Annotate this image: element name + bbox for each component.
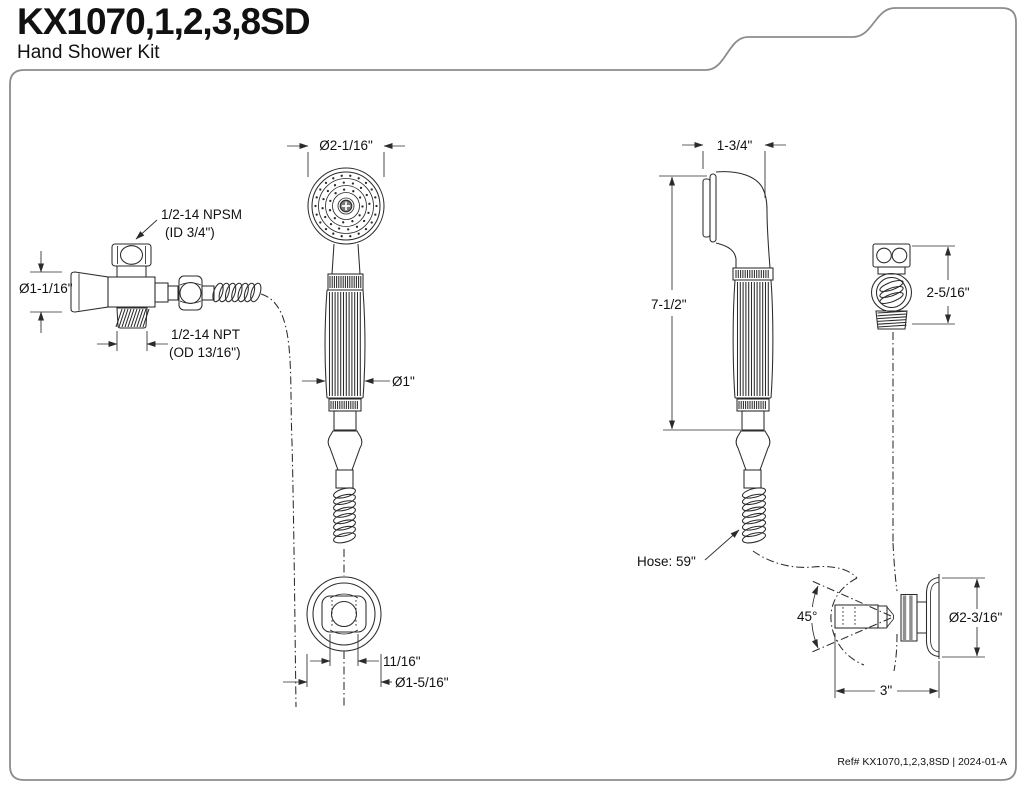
- dim-overall-height-label: 7-1/2": [651, 297, 687, 312]
- dim-head-depth-label: 1-3/4": [717, 138, 753, 153]
- side-knurl-bottom: [738, 401, 766, 409]
- hook-hose-coil: [879, 279, 904, 305]
- dim-hook-height-label: 2-5/16": [926, 285, 969, 300]
- hose-ghost-arc: [830, 577, 865, 666]
- front-handle-ribs: [328, 292, 361, 396]
- valve-thread-hatch: [115, 308, 150, 328]
- side-hose-centerline: [752, 550, 858, 579]
- wall-supply-elbow-drawing: 45° Ø2-3/16" 3": [794, 574, 1002, 698]
- sheet-border: [9, 7, 1017, 781]
- dim-handle-dia-label: Ø1": [392, 374, 415, 389]
- side-hose-coil: [741, 487, 767, 544]
- wall-hook-side-view: 2-5/16": [870, 243, 970, 672]
- wall-bracket-front-view: 11/16" Ø1-5/16": [283, 576, 449, 690]
- valve-hose-centerline: [260, 293, 297, 708]
- side-knurl-top: [735, 270, 769, 278]
- dim-flange-dia-label: Ø2-3/16": [949, 610, 1003, 625]
- dim-valve-handle-dia-label: Ø1-1/16": [19, 281, 73, 296]
- page-subtitle: Hand Shower Kit: [17, 42, 160, 63]
- footer-reference: Ref# KX1070,1,2,3,8SD | 2024-01-A: [837, 756, 1007, 768]
- dim-wall-projection-label: 3": [880, 683, 893, 698]
- dim-valve-bottom-thread-label: 1/2-14 NPT: [171, 327, 240, 342]
- dim-valve-top-thread-label: 1/2-14 NPSM: [161, 207, 242, 222]
- dim-swivel-angle-label: 45°: [797, 609, 817, 624]
- side-handle-ribs: [736, 282, 769, 396]
- hand-shower-front-view: Ø2-1/16" Ø1": [287, 138, 415, 706]
- spray-nozzle-dots: [314, 174, 378, 238]
- dim-hose-length-label: Hose: 59": [637, 554, 696, 569]
- front-knurl-top: [329, 276, 362, 288]
- dim-valve-top-thread-id-label: (ID 3/4"): [165, 225, 215, 240]
- dim-bracket-hook-width-label: 11/16": [383, 654, 421, 669]
- front-hose-coil: [333, 487, 356, 544]
- hook-centerline: [892, 332, 898, 672]
- hand-shower-side-view: 1-3/4" 7-1/2" Hose: 59": [637, 138, 858, 579]
- page-title: KX1070,1,2,3,8SD: [17, 1, 310, 42]
- dim-bracket-dia-label: Ø1-5/16": [395, 675, 449, 690]
- diverter-valve-drawing: 1/2-14 NPSM (ID 3/4") Ø1-1/16" 1/2-14 NP…: [19, 207, 297, 708]
- valve-hose-coil: [212, 282, 262, 303]
- screw-cross-icon: [341, 201, 351, 211]
- hook-thread-hatch: [877, 310, 907, 328]
- dim-valve-bottom-thread-od-label: (OD 13/16"): [169, 345, 241, 360]
- front-knurl-bottom: [330, 401, 358, 409]
- dim-head-dia-label: Ø2-1/16": [319, 138, 373, 153]
